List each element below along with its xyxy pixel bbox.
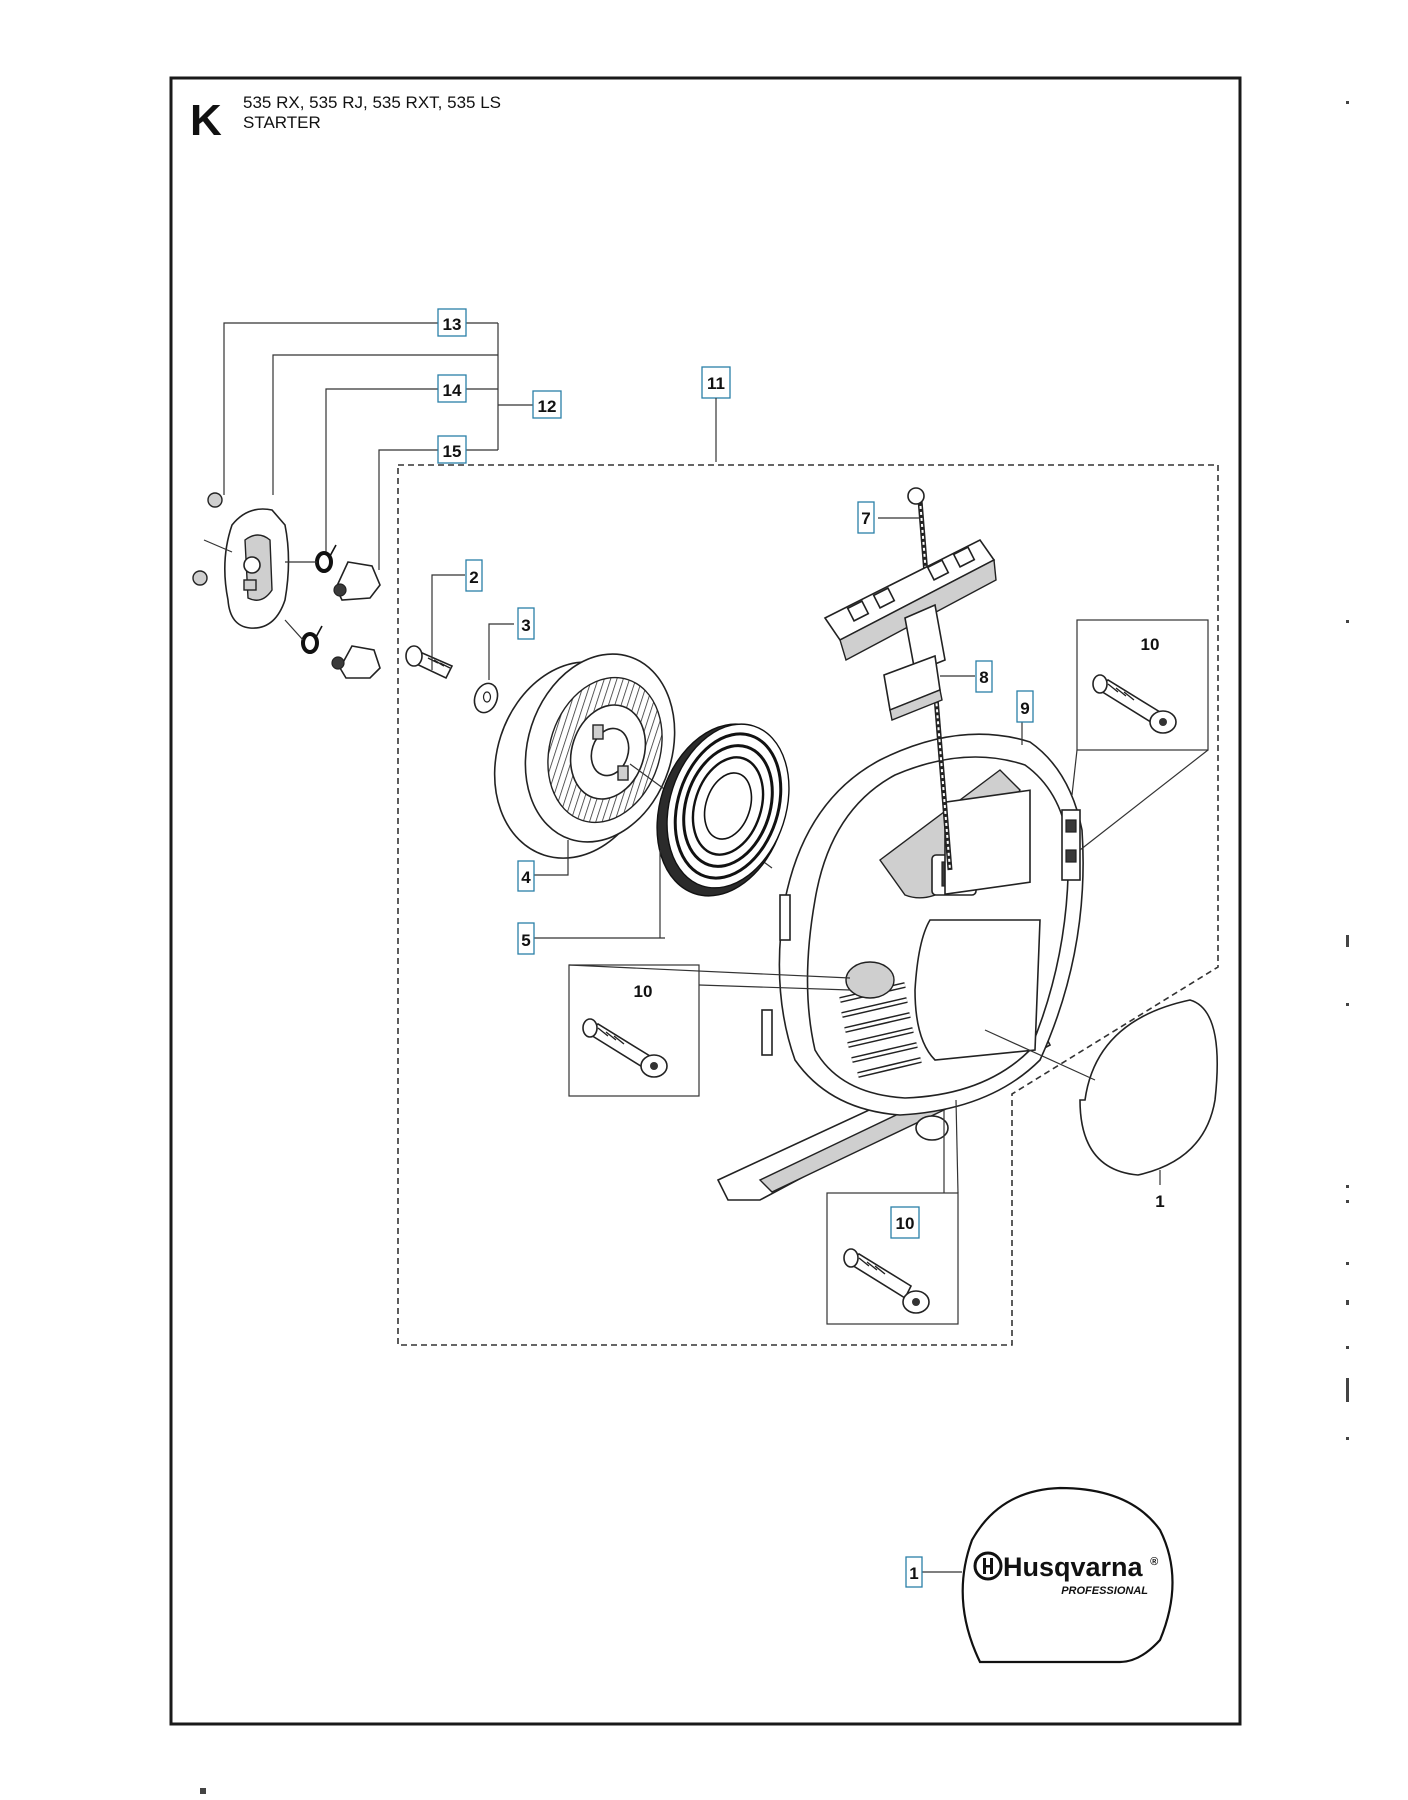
small-washer-lower [192, 570, 208, 586]
model-list: 535 RX, 535 RJ, 535 RXT, 535 LS [243, 93, 501, 112]
callout-15: 15 [437, 435, 467, 464]
decal-1: 1 [984, 999, 1218, 1211]
logo-registered: ® [1150, 1556, 1159, 1568]
callout-1-decal: 1 [1155, 1192, 1164, 1211]
section-title: STARTER [243, 113, 321, 132]
svg-text:2: 2 [469, 568, 478, 587]
callout-13: 13 [437, 308, 467, 337]
callout-8: 8 [975, 660, 993, 693]
svg-text:10: 10 [896, 1214, 915, 1233]
washer-3 [473, 623, 514, 714]
starter-pulley-4 [493, 653, 773, 876]
svg-text:5: 5 [521, 931, 530, 950]
svg-text:7: 7 [861, 509, 870, 528]
housing-slot [243, 579, 257, 591]
screw-2 [405, 574, 465, 680]
svg-text:3: 3 [521, 616, 530, 635]
small-washer-upper [207, 492, 223, 508]
svg-text:15: 15 [443, 442, 462, 461]
callout-9: 9 [1016, 690, 1034, 723]
pawl-pin-lower [331, 656, 345, 670]
callout-5: 5 [517, 922, 535, 955]
screw-box-right: 10 [1071, 619, 1209, 851]
svg-text:9: 9 [1020, 699, 1029, 718]
callout-1-logo: 1 [905, 1556, 923, 1588]
logo-subtitle: PROFESSIONAL [1061, 1585, 1148, 1597]
housing-boss [243, 556, 261, 574]
pawl-lower [339, 645, 381, 679]
pawl-pin-upper [333, 583, 347, 597]
screw-box-bottom [826, 1099, 959, 1325]
callout-14: 14 [437, 374, 467, 403]
callout-12: 12 [532, 390, 562, 419]
starter-housing-9 [716, 714, 1084, 1201]
callout-2: 2 [465, 559, 483, 592]
pawl-spring-lower [301, 625, 323, 654]
husqvarna-crown-icon [973, 1551, 1003, 1581]
section-letter: K [190, 96, 222, 145]
logo-brand: Husqvarna [1003, 1552, 1144, 1582]
callout-10-left: 10 [634, 982, 653, 1001]
callout-10-right: 10 [1141, 635, 1160, 654]
callout-3: 3 [517, 607, 535, 640]
svg-text:11: 11 [707, 374, 725, 393]
callout-4: 4 [517, 860, 535, 892]
pawl-kit-group [192, 322, 533, 679]
page-frame [169, 76, 1242, 1726]
callout-7: 7 [857, 501, 875, 534]
recoil-spring-5 [534, 723, 790, 939]
starter-handle-8 [823, 487, 997, 871]
svg-text:4: 4 [521, 868, 531, 887]
callout-10-bottom: 10 [890, 1206, 920, 1239]
callout-11: 11 [701, 366, 731, 462]
svg-text:8: 8 [979, 668, 988, 687]
svg-text:12: 12 [538, 397, 557, 416]
screw-box-left: 10 [568, 964, 851, 1097]
assembly-outline [397, 464, 1219, 1346]
svg-text:14: 14 [443, 381, 462, 400]
husqvarna-logo-decal: Husqvarna ® PROFESSIONAL [922, 1486, 1174, 1664]
svg-text:1: 1 [909, 1564, 918, 1583]
edge-marks [200, 101, 1349, 1794]
svg-text:13: 13 [443, 315, 462, 334]
